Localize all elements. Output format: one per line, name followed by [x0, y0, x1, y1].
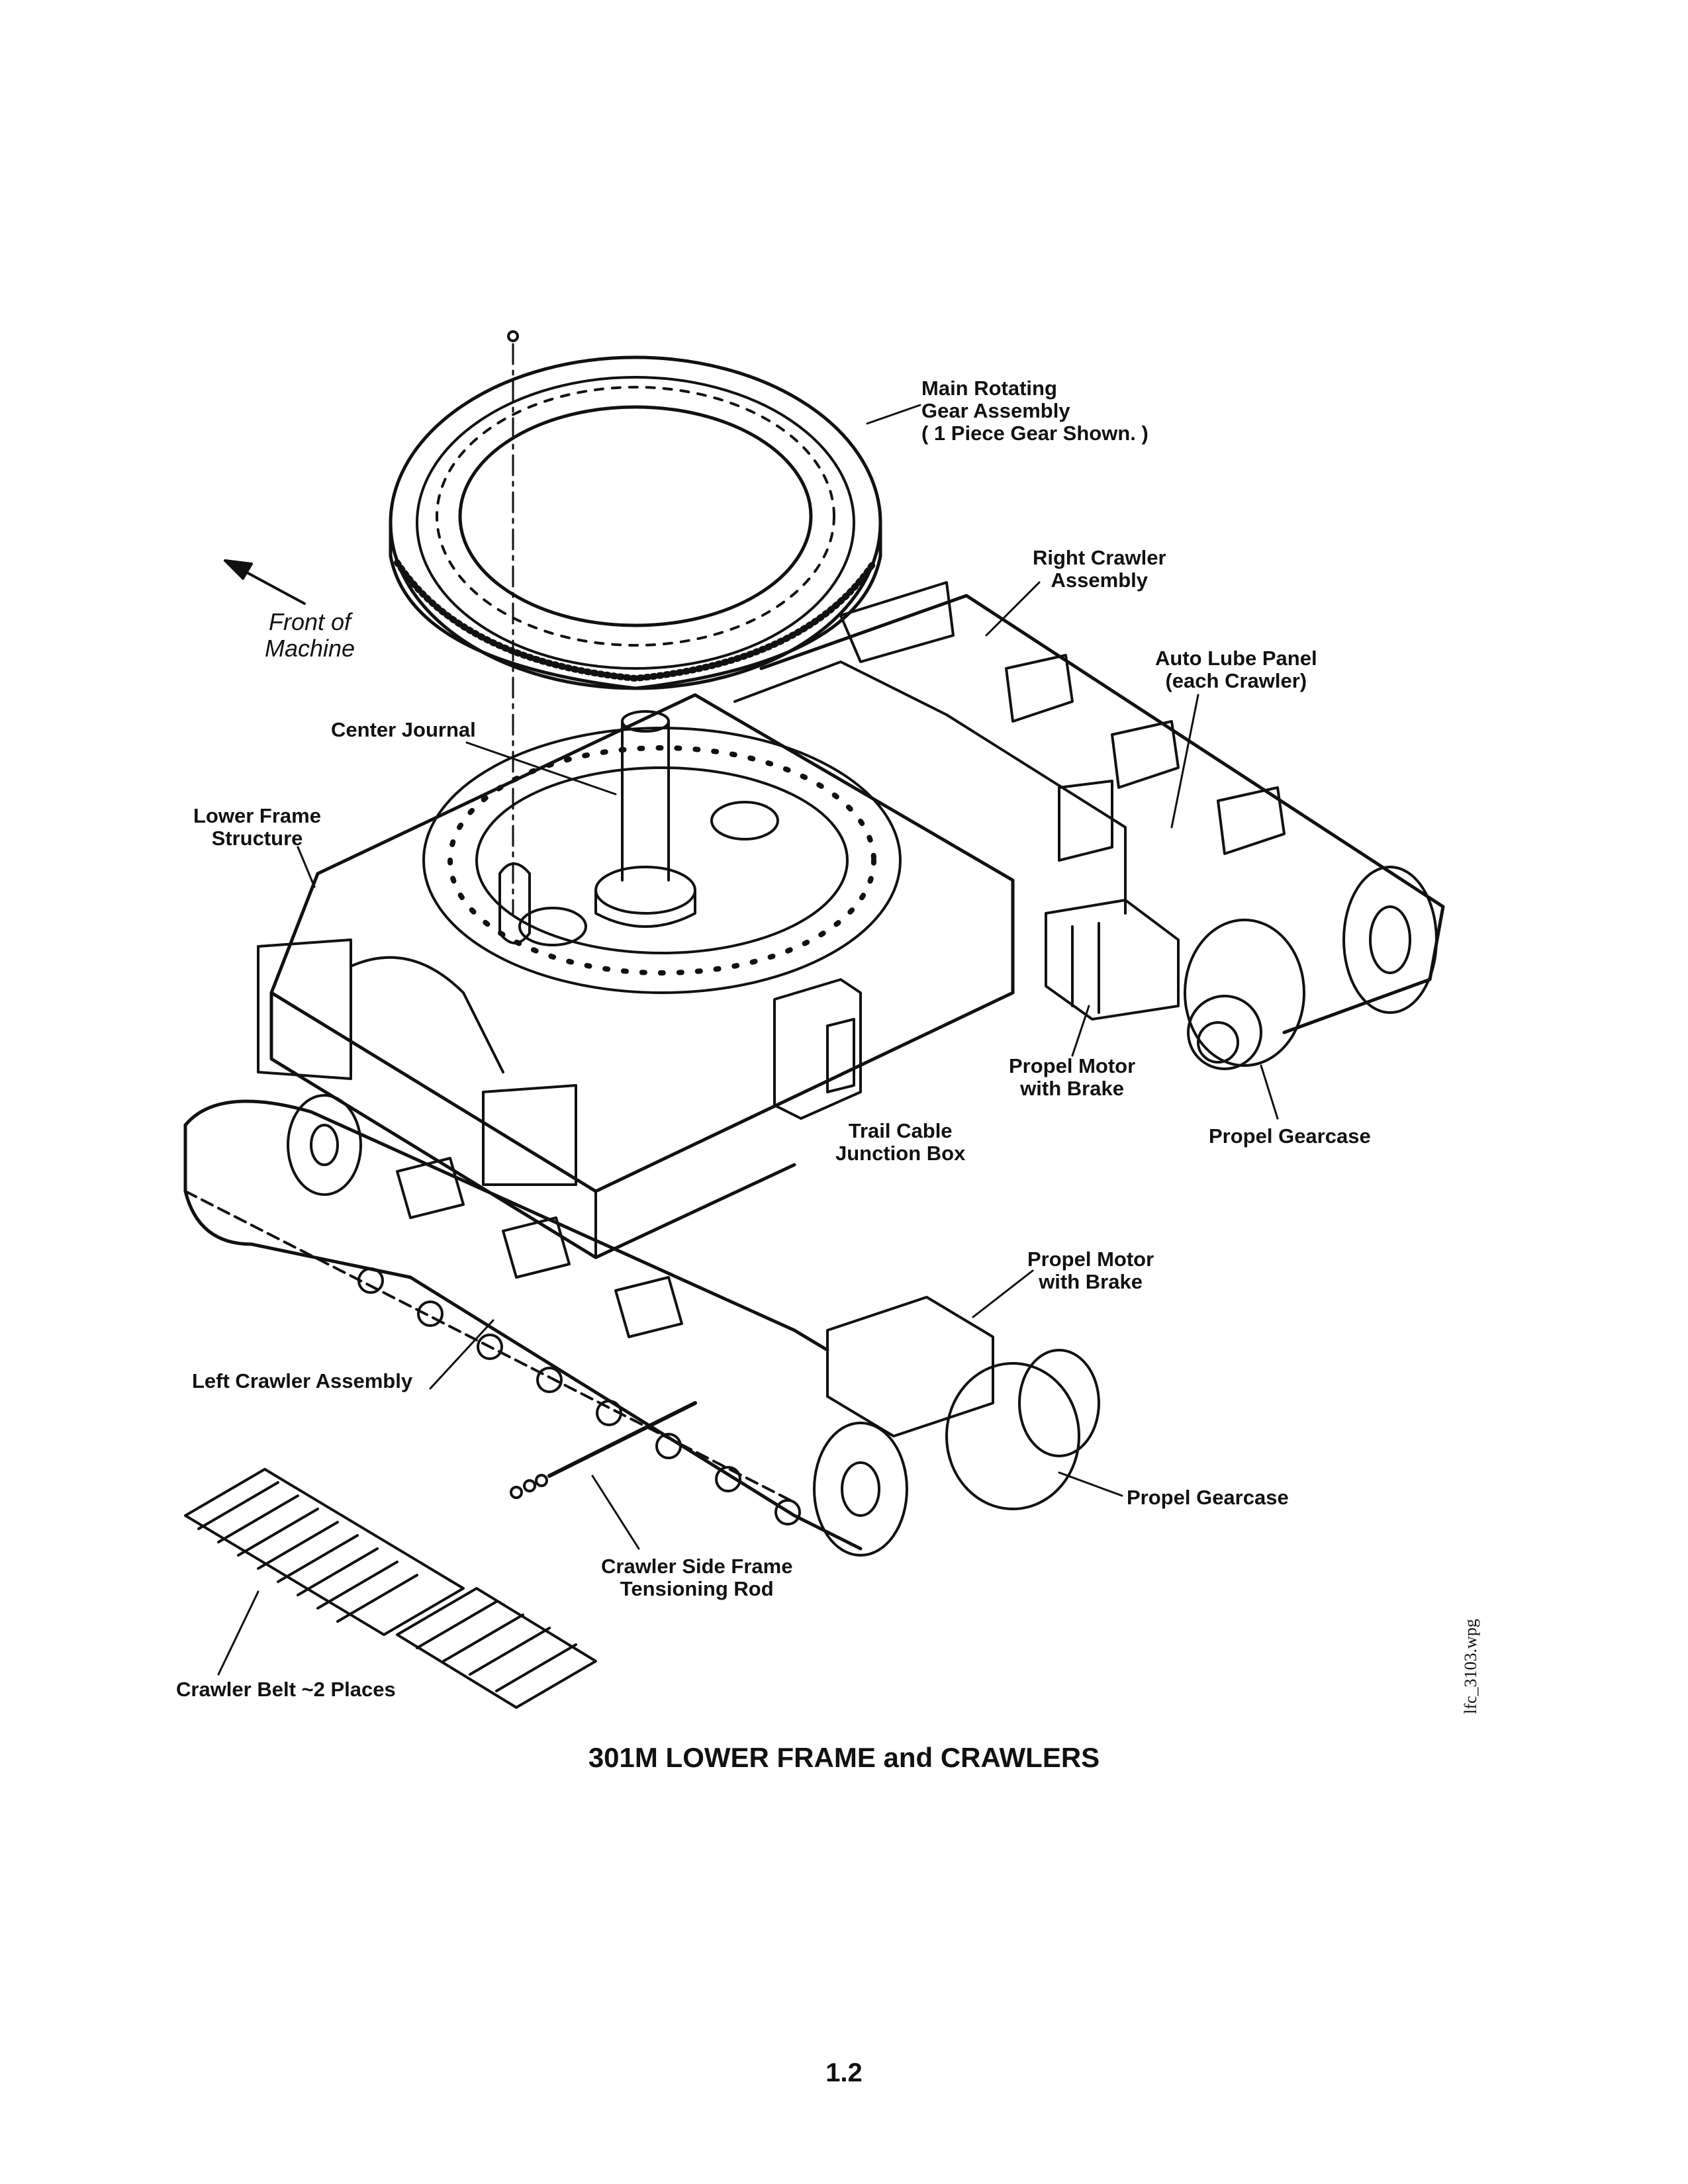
- leader-lines: [217, 404, 1279, 1676]
- label-auto-lube-panel: Auto Lube Panel (each Crawler): [1155, 647, 1317, 692]
- junction-box: [773, 978, 862, 1120]
- label-propel-gearcase-left: Propel Gearcase: [1127, 1486, 1289, 1509]
- label-trail-cable-box: Trail Cable Junction Box: [835, 1119, 966, 1165]
- page-number: 1.2: [825, 2058, 863, 2087]
- label-left-crawler: Left Crawler Assembly: [192, 1369, 413, 1392]
- center-journal: [594, 710, 696, 928]
- label-center-journal: Center Journal: [331, 718, 476, 741]
- label-front-of-machine: Front of Machine: [265, 608, 355, 662]
- label-crawler-belt: Crawler Belt ~2 Places: [176, 1678, 396, 1701]
- label-tensioning-rod: Crawler Side Frame Tensioning Rod: [601, 1555, 793, 1600]
- label-main-gear: Main Rotating Gear Assembly ( 1 Piece Ge…: [921, 377, 1149, 445]
- label-propel-motor-right: Propel Motor with Brake: [1009, 1054, 1136, 1100]
- left-crawler: [183, 1094, 1100, 1557]
- label-lower-frame: Lower Frame Structure: [193, 804, 321, 850]
- label-propel-motor-left: Propel Motor with Brake: [1027, 1248, 1154, 1293]
- crawler-belt: [184, 1468, 597, 1709]
- front-arrow: [224, 559, 306, 605]
- label-propel-gearcase-right: Propel Gearcase: [1209, 1124, 1371, 1148]
- figure-title: 301M LOWER FRAME and CRAWLERS: [588, 1742, 1100, 1773]
- label-right-crawler: Right Crawler Assembly: [1033, 546, 1166, 592]
- main-rotating-gear: [389, 330, 882, 915]
- lower-frame-structure: [257, 693, 1015, 1259]
- file-id: lfc_3103.wpg: [1461, 1619, 1480, 1714]
- right-crawler: [733, 581, 1445, 1070]
